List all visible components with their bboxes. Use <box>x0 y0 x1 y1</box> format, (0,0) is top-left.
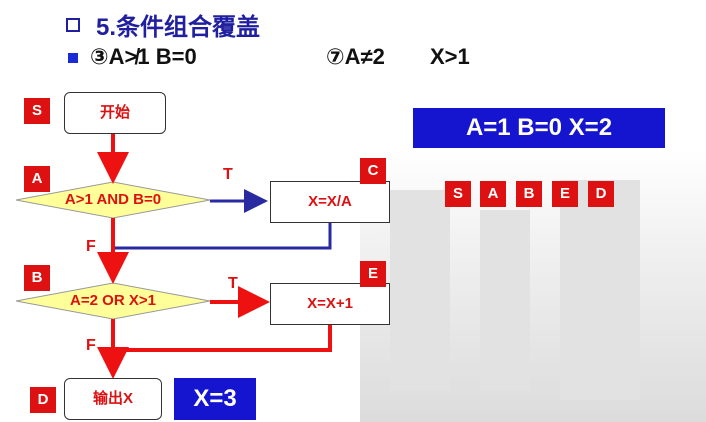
input-values-box: A=1 B=0 X=2 <box>413 108 665 148</box>
start-node: 开始 <box>64 92 166 134</box>
path-step: A <box>480 181 506 207</box>
false-label-a: F <box>86 238 96 255</box>
condition-1: ③A≯1 B=0 <box>90 44 197 69</box>
true-label-a: T <box>223 166 233 183</box>
process-c: X=X/A <box>270 181 390 223</box>
decision-a-label: A>1 AND B=0 <box>64 191 162 208</box>
result-box: X=3 <box>174 378 256 420</box>
condition-2: ⑦A≠2 <box>326 44 385 69</box>
tag-c: C <box>360 158 386 184</box>
process-e: X=X+1 <box>270 283 390 325</box>
tag-e: E <box>360 261 386 287</box>
line-e-return <box>113 322 332 352</box>
line-c-return <box>113 222 332 250</box>
output-node: 输出X <box>64 378 162 420</box>
tag-d: D <box>30 387 56 413</box>
true-label-b: T <box>228 275 238 292</box>
hollow-square-bullet-icon <box>66 18 80 32</box>
tag-a: A <box>24 166 50 192</box>
title-text: 5.条件组合覆盖 <box>96 14 261 41</box>
path-step: E <box>552 181 578 207</box>
square-bullet-icon <box>68 53 78 63</box>
condition-3: X>1 <box>430 44 470 69</box>
path-step: B <box>516 181 542 207</box>
tag-b: B <box>24 265 50 291</box>
path-step: S <box>445 181 471 207</box>
path-step: D <box>588 181 614 207</box>
decision-b-label: A=2 OR X>1 <box>70 292 156 309</box>
tag-s: S <box>24 98 50 124</box>
false-label-b: F <box>86 337 96 354</box>
